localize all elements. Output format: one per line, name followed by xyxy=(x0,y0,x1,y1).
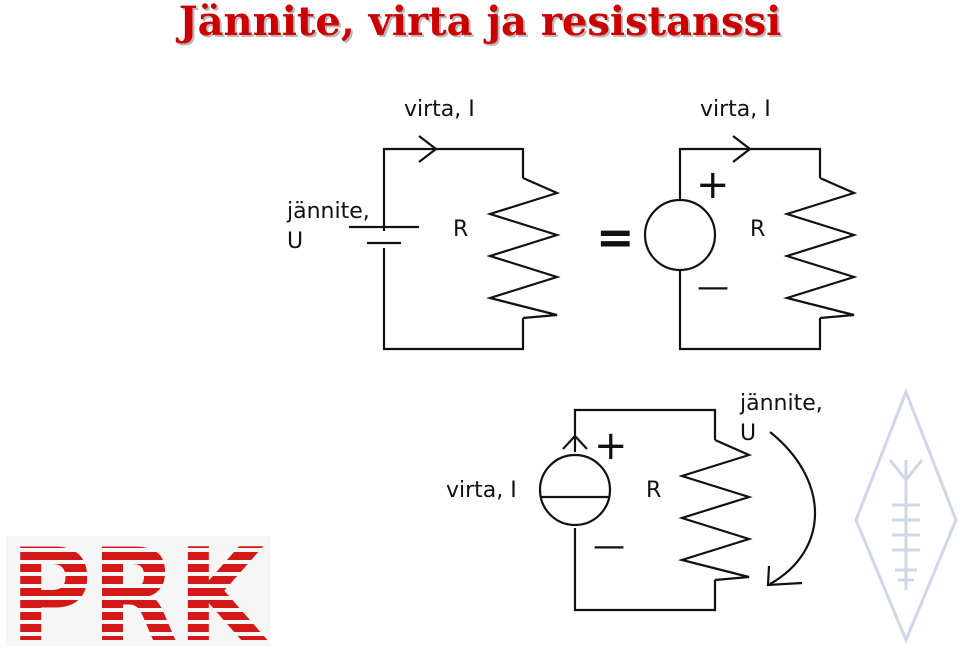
circuit1-resistor-label: R xyxy=(453,217,468,242)
circuit3-voltage-label-line1: jännite, xyxy=(739,391,823,416)
slide-title: Jännite, virta ja resistanssi xyxy=(178,0,782,45)
svg-text:PRK: PRK xyxy=(10,522,268,651)
resistor-zigzag xyxy=(677,438,753,582)
prk-logo-icon: PRK xyxy=(6,522,270,651)
circuit2-plus-sign: + xyxy=(696,162,730,208)
equals-sign: = xyxy=(596,210,635,264)
radio-amateur-emblem-icon xyxy=(854,387,958,644)
circuit-current-source-resistor xyxy=(538,408,816,612)
circuit3-voltage-label-line2: U xyxy=(740,421,756,446)
circuit3-minus-sign: — xyxy=(593,526,625,564)
current-arrow-icon xyxy=(562,434,588,450)
circuit2-minus-sign: — xyxy=(697,267,729,305)
circuit-battery-resistor xyxy=(382,135,561,351)
current-arrow-icon xyxy=(732,135,752,163)
current-source-icon xyxy=(538,453,612,527)
voltage-arrow-icon xyxy=(769,431,816,585)
circuit1-voltage-label-line1: jännite, xyxy=(286,199,370,224)
circuit3-current-label: virta, I xyxy=(446,478,517,503)
circuit3-plus-sign: + xyxy=(594,423,628,469)
circuit1-current-label: virta, I xyxy=(404,97,475,122)
circuit2-resistor-label: R xyxy=(750,217,765,242)
battery-symbol-icon xyxy=(349,225,419,245)
circuit-voltage-source-resistor xyxy=(643,135,858,351)
resistor-zigzag xyxy=(485,176,561,320)
current-arrow-icon xyxy=(418,135,438,163)
circuit2-current-label: virta, I xyxy=(700,97,771,122)
circuit1-voltage-label-line2: U xyxy=(287,229,303,254)
resistor-zigzag xyxy=(782,176,858,320)
voltage-source-icon xyxy=(643,198,717,272)
circuit3-resistor-label: R xyxy=(646,478,661,503)
